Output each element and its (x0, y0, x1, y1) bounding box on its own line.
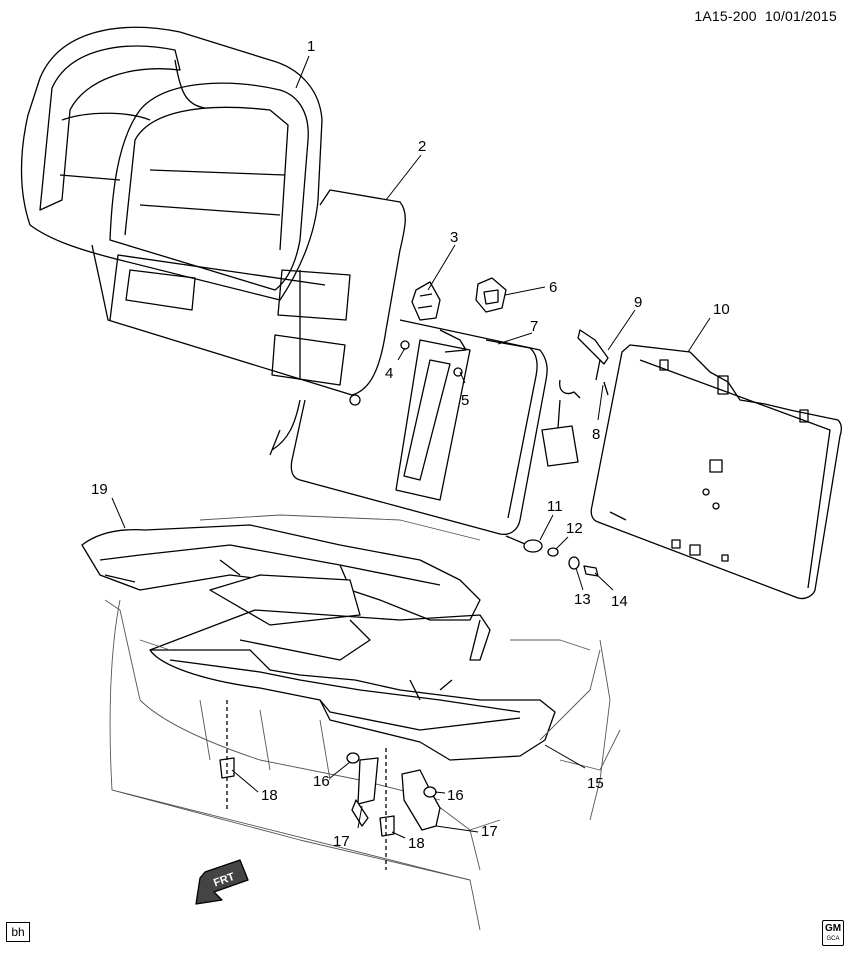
callout-16-a: 16 (313, 773, 330, 790)
clip-drawing (475, 277, 507, 313)
callout-15: 15 (587, 775, 604, 792)
hinge-hardware-drawing (505, 535, 599, 577)
callout-6: 6 (549, 279, 557, 296)
callout-14: 14 (611, 593, 628, 610)
callout-4: 4 (385, 365, 393, 382)
rear-panel-drawing (590, 344, 842, 600)
callout-12: 12 (566, 520, 583, 537)
seatback-frame-drawing (91, 189, 406, 456)
lever-drawing (541, 329, 609, 467)
diagram-id: 1A15-200 (694, 8, 757, 24)
callout-3: 3 (450, 229, 458, 246)
callout-8: 8 (592, 426, 600, 443)
buckle-hardware-drawing (219, 700, 441, 870)
diagram-header: 1A15-200 10/01/2015 (694, 8, 837, 24)
callout-labels: 1 2 3 4 5 6 7 8 9 10 11 12 13 14 15 16 1… (91, 38, 730, 852)
wire-frame-drawing (290, 319, 548, 536)
seatback-cushion-drawing (20, 26, 323, 301)
gm-logo-text: GM (824, 923, 842, 934)
seat-cushion-drawing (81, 524, 481, 626)
vehicle-body-drawing (104, 514, 621, 931)
callout-18-b: 18 (408, 835, 425, 852)
leader-lines (111, 55, 711, 839)
callout-1: 1 (307, 38, 315, 55)
callout-9: 9 (634, 294, 642, 311)
callout-16-b: 16 (447, 787, 464, 804)
seat-frame-drawing (149, 609, 556, 761)
callout-17-b: 17 (481, 823, 498, 840)
callout-18-a: 18 (261, 787, 278, 804)
diagram-date: 10/01/2015 (764, 8, 837, 24)
callout-19: 19 (91, 481, 108, 498)
callout-5: 5 (461, 392, 469, 409)
callout-7: 7 (530, 318, 538, 335)
gm-logo: GM GCA (822, 920, 844, 946)
callout-11: 11 (547, 498, 563, 515)
callout-13: 13 (574, 591, 591, 608)
gm-logo-subtext: GCA (826, 936, 840, 942)
front-direction-arrow: FRT (195, 859, 249, 905)
callout-17-a: 17 (333, 833, 350, 850)
callout-2: 2 (418, 138, 426, 155)
callout-10: 10 (713, 301, 730, 318)
latch-drawing (411, 281, 441, 321)
illustrator-badge: bh (6, 922, 30, 942)
